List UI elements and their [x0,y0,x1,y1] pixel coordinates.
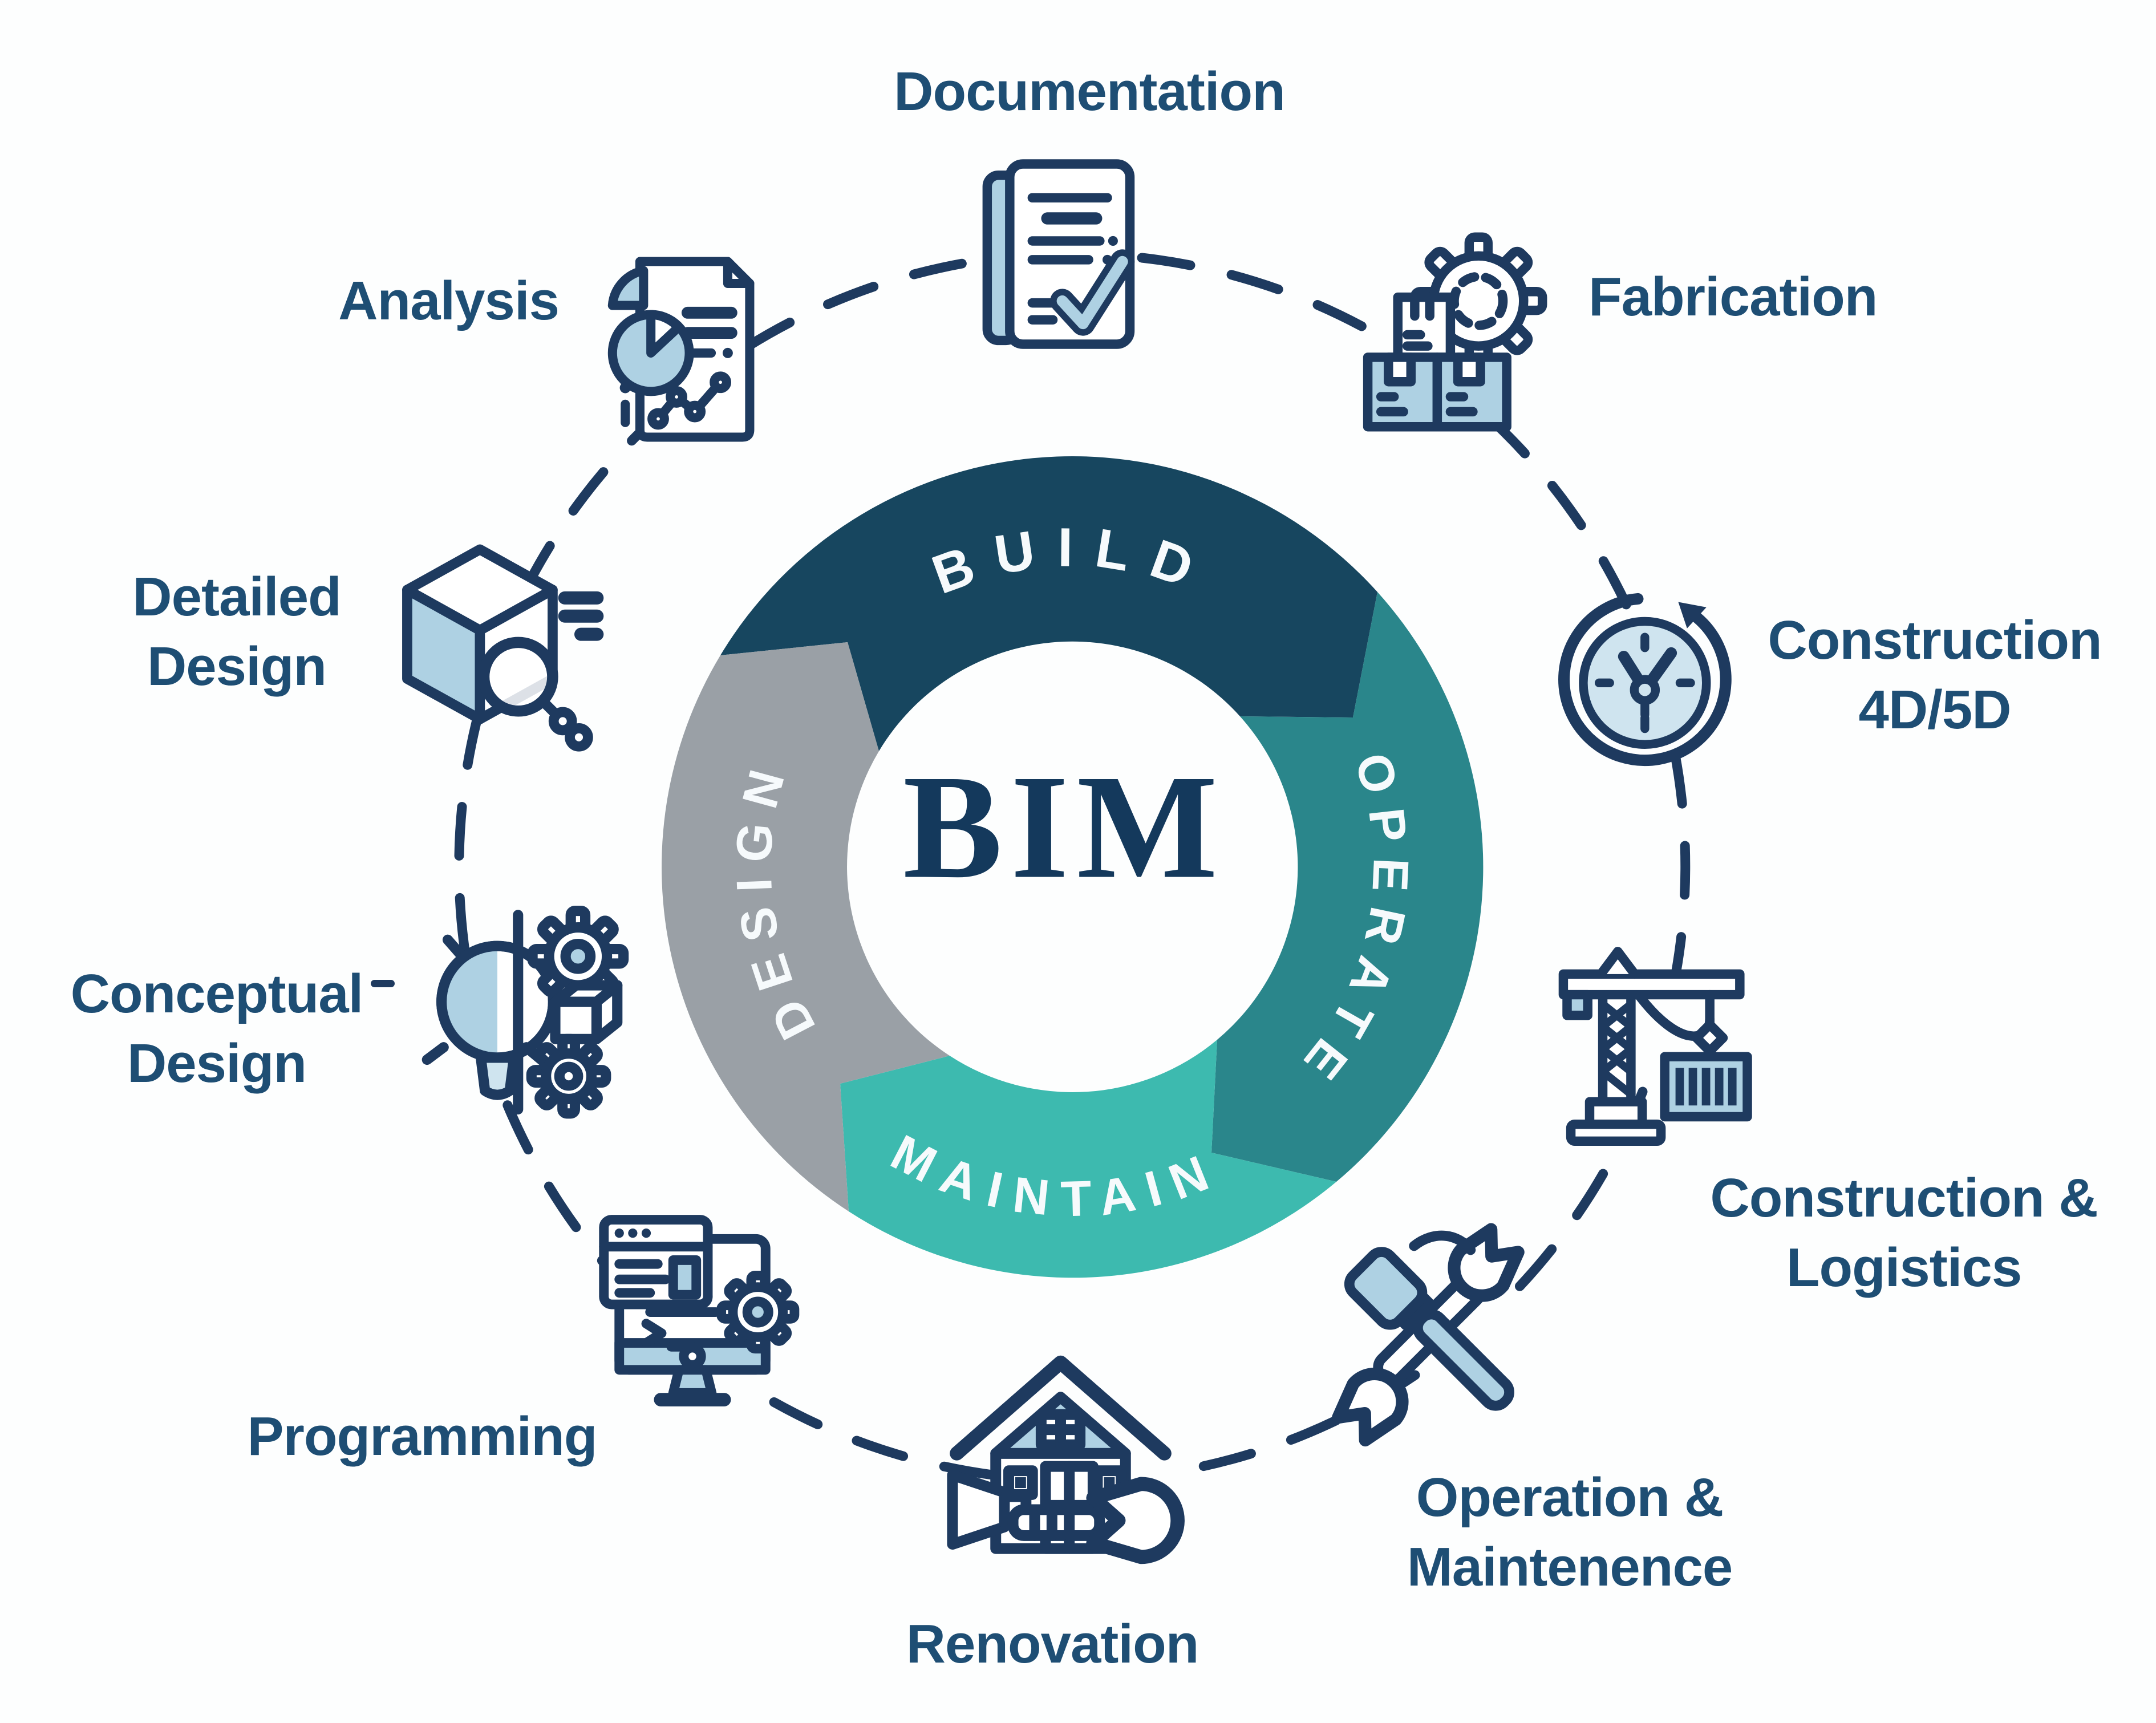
connector-arc [1485,413,1633,613]
ring-segment-build [720,456,1377,751]
label-construction-logistics: Construction & Logistics [1710,1167,2098,1298]
connector-arc [765,1395,998,1480]
hammer-wrench-icon [1309,1222,1551,1464]
clock-cycle-icon [1543,570,1754,781]
document-checklist-icon [950,141,1175,367]
label-programming: Programming [247,1406,597,1467]
label-construction-4d-5d: Construction 4D/5D [1768,610,2102,740]
label-operation-maintenance: Operation & Maintenence [1407,1467,1733,1598]
connector-arc [1137,253,1370,333]
label-renovation: Renovation [906,1613,1199,1675]
house-wrench-icon [931,1332,1190,1592]
connector-arc [742,258,971,352]
label-detailed-design: Detailed Design [132,566,341,697]
connector-arc [454,708,484,952]
boxes-gear-icon [1342,226,1567,451]
label-analysis: Analysis [338,270,560,331]
conceptual-leader-dash [371,980,395,987]
monitor-gear-icon [569,1197,800,1428]
cube-magnifier-icon [363,529,605,772]
label-documentation: Documentation [894,61,1286,122]
label-conceptual-design: Conceptual Design [70,963,364,1094]
lightbulb-gears-icon [398,894,646,1142]
tower-crane-icon [1545,936,1770,1162]
ring-segment-design [662,642,950,1211]
connector-arc [1668,750,1691,994]
bim-center-label: BIM [903,744,1226,910]
label-fabrication: Fabrication [1588,266,1878,327]
ring-segment-operate [1211,592,1484,1182]
ring-segment-maintain [840,1040,1336,1278]
analysis-document-icon [570,240,790,459]
